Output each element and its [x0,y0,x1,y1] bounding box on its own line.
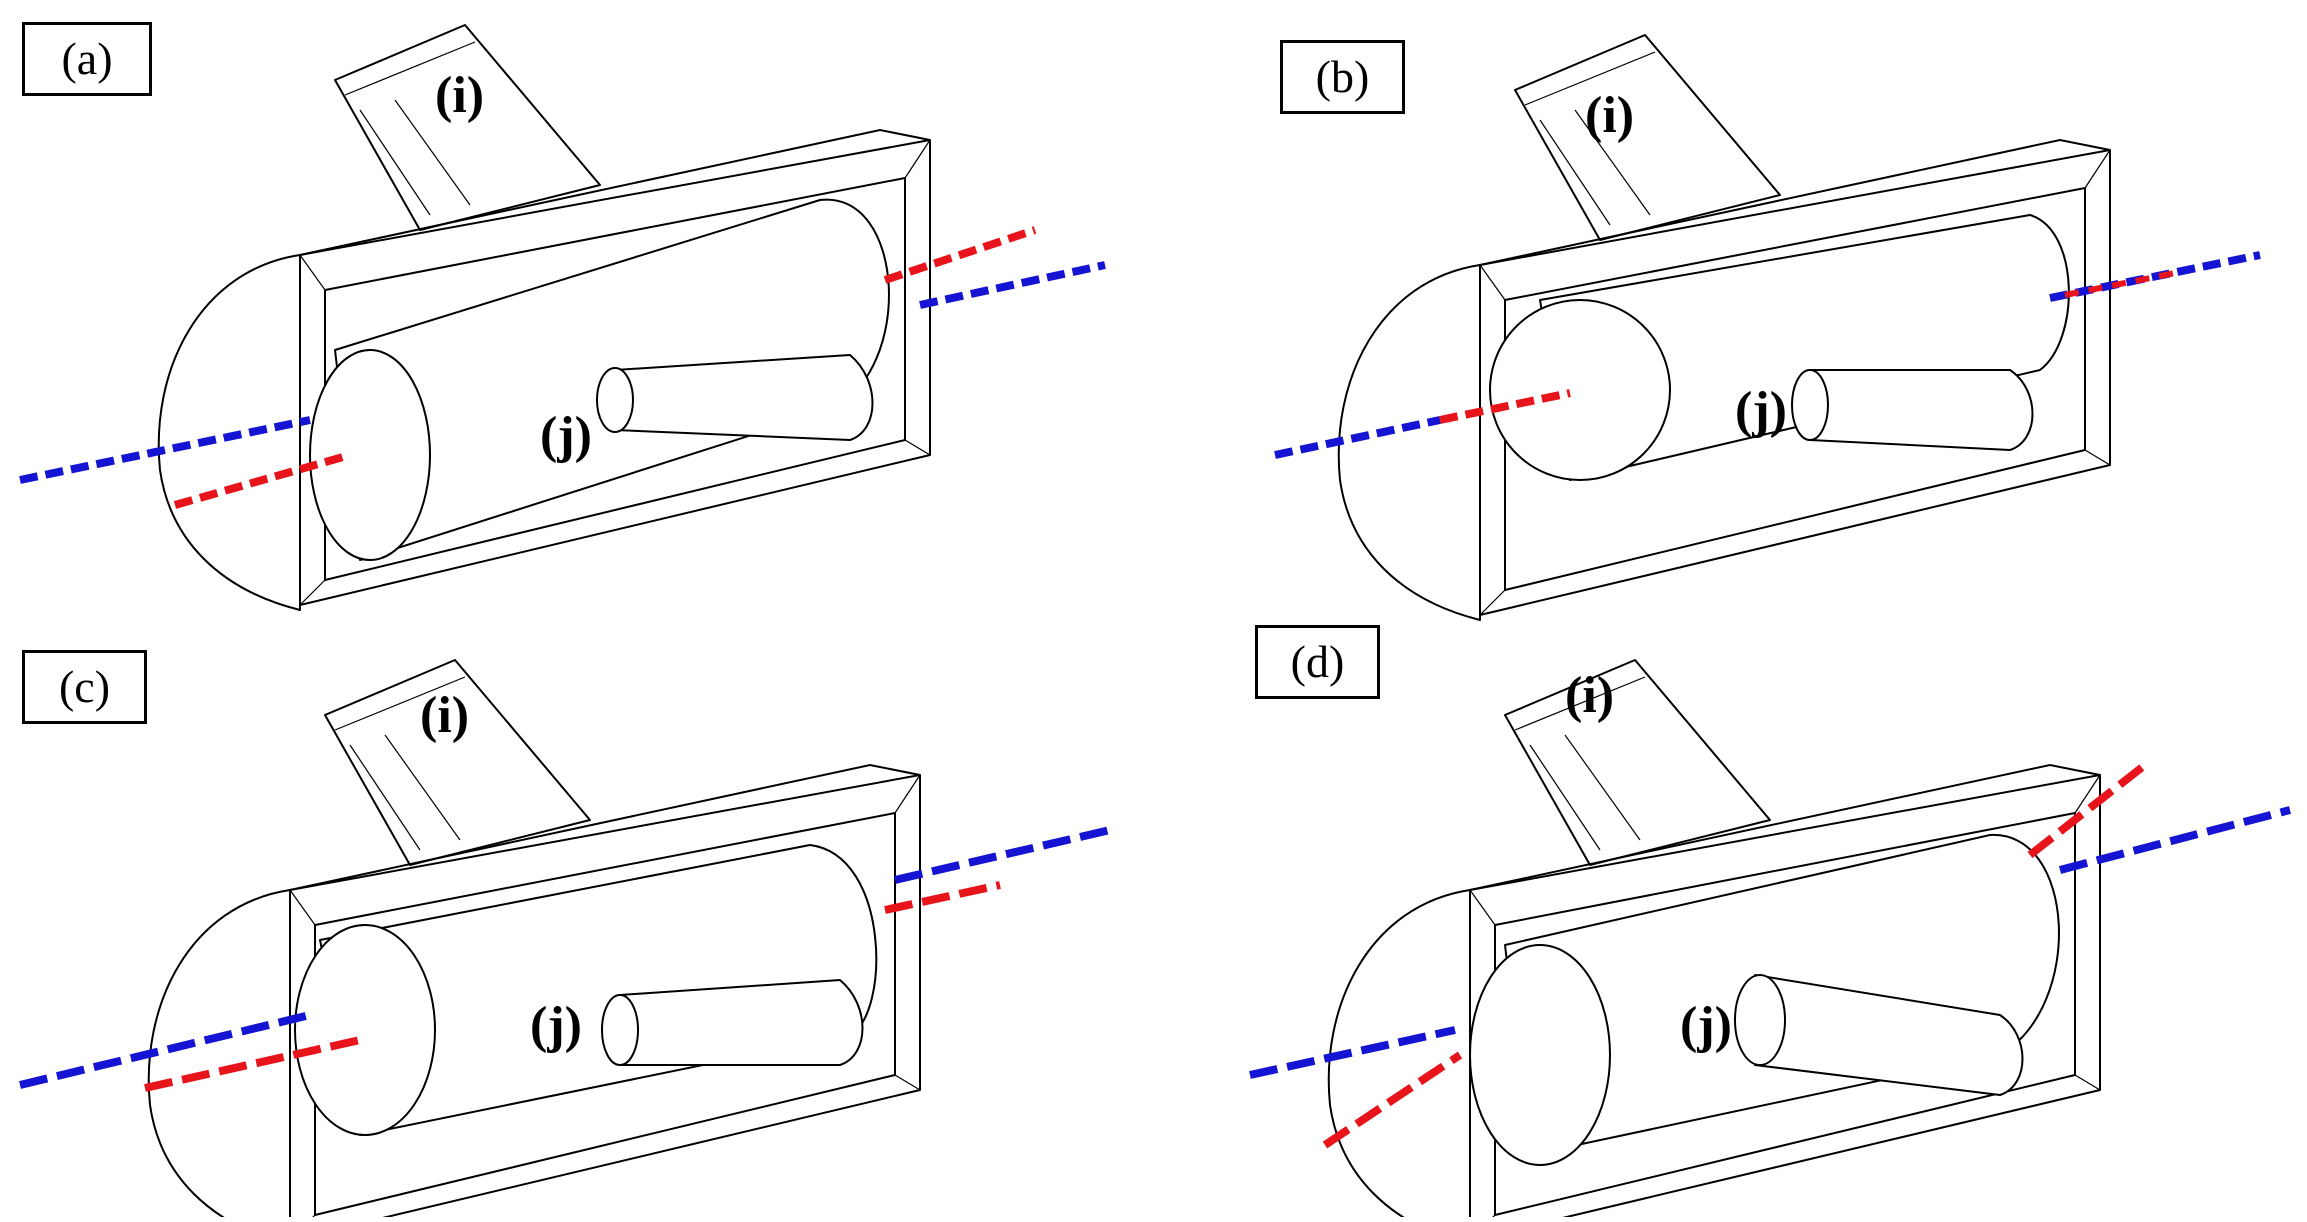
panel-d-blue-axis-right [2058,806,2292,874]
panel-b-blue-axis-right [2049,251,2261,302]
panel-c-axes [19,826,1111,1092]
panel-c-drawing [147,659,922,1222]
panel-a-part-j-label: (j) [540,407,592,464]
panel-b-axes [1274,251,2261,459]
panel-d-part-j-label: (j) [1680,997,1732,1054]
panel-b-blue-axis-left [1274,416,1441,459]
panel-c-blue-axis-left [19,1011,311,1089]
panel-a-blue-axis-right [919,261,1106,309]
panel-d-drawing [1327,659,2101,1222]
panel-b-part-i-label: (i) [1585,87,1635,144]
panel-b-red-axis-left [1439,389,1571,424]
panel-b-drawing [1337,34,2111,621]
panel-d-blue-axis-left [1249,1026,1456,1079]
panel-b-red-axis-right [2064,269,2181,298]
panel-d-axes [1249,761,2292,1149]
panel-c-part-j-label: (j) [530,997,582,1054]
panel-c-blue-axis-right [894,826,1111,884]
panel-d-red-axis-left [1322,1051,1463,1149]
panel-c-red-axis-right [884,881,1001,914]
panel-b-part-j-label: (j) [1735,382,1787,439]
panel-a-blue-axis-left [19,416,311,484]
panel-label-d: (d) [1255,625,1380,699]
panel-a-part-i-label: (i) [435,67,485,124]
panel-a-red-axis-right [883,226,1037,284]
panel-d-red-axis-right [2027,761,2148,859]
panel-a-axes [19,226,1106,509]
panel-a-drawing [157,24,932,611]
panel-d-part-i-label: (i) [1565,667,1615,724]
panel-a-red-axis-left [173,451,352,509]
panel-label-a: (a) [22,22,152,96]
panel-label-c: (c) [22,650,147,724]
panel-label-b: (b) [1280,40,1405,114]
panel-c-part-i-label: (i) [420,687,470,744]
